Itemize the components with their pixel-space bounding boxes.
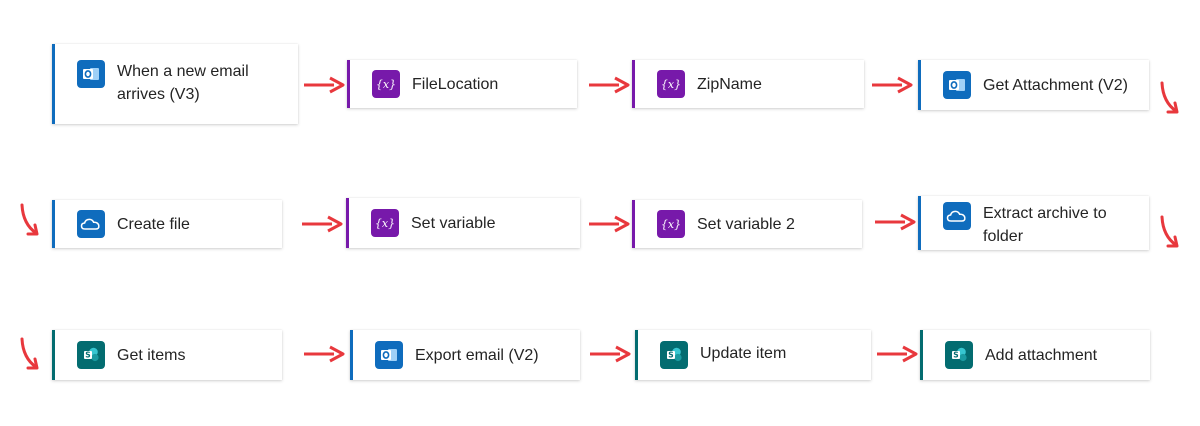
variable-icon: {x} — [657, 210, 685, 238]
svg-text:{x}: {x} — [661, 78, 681, 91]
variable-icon: {x} — [657, 70, 685, 98]
step-label: Get Attachment (V2) — [983, 77, 1128, 94]
svg-text:{x}: {x} — [376, 78, 396, 91]
onedrive-icon — [77, 210, 105, 238]
arrow-right-icon — [875, 213, 916, 231]
arrow-right-icon — [872, 76, 913, 94]
svg-text:S: S — [668, 351, 673, 360]
arrow-right-icon — [302, 215, 343, 233]
curved-arrow-down-icon — [1160, 81, 1179, 114]
curved-arrow-down-icon — [20, 203, 39, 236]
step-card[interactable]: S Update item — [635, 330, 871, 380]
svg-text:{x}: {x} — [661, 218, 681, 231]
step-card[interactable]: When a new email arrives (V3) — [52, 44, 298, 124]
step-card[interactable]: {x} ZipName — [632, 60, 864, 108]
step-label: Get items — [117, 347, 186, 364]
outlook-icon — [375, 341, 403, 369]
step-label: When a new email arrives (V3) — [117, 63, 249, 103]
sharepoint-icon: S — [945, 341, 973, 369]
step-card[interactable]: S Add attachment — [920, 330, 1150, 380]
arrow-right-icon — [590, 345, 631, 363]
step-label: Extract archive to folder — [983, 205, 1107, 245]
step-card[interactable]: {x} Set variable 2 — [632, 200, 862, 248]
variable-icon: {x} — [371, 209, 399, 237]
step-label: Set variable — [411, 215, 496, 232]
step-label: Export email (V2) — [415, 347, 539, 364]
onedrive-icon — [943, 202, 971, 230]
arrow-right-icon — [304, 76, 345, 94]
step-card[interactable]: Extract archive to folder — [918, 196, 1149, 250]
step-label: Update item — [700, 345, 787, 362]
svg-text:S: S — [85, 351, 90, 360]
arrow-right-icon — [589, 76, 630, 94]
step-card[interactable]: {x} FileLocation — [347, 60, 577, 108]
svg-text:{x}: {x} — [375, 217, 395, 230]
step-label: Set variable 2 — [697, 216, 795, 233]
step-card[interactable]: {x} Set variable — [346, 198, 580, 248]
outlook-icon — [77, 60, 105, 88]
arrow-right-icon — [304, 345, 345, 363]
step-label: Add attachment — [985, 347, 1098, 364]
step-card[interactable]: Export email (V2) — [350, 330, 580, 380]
outlook-icon — [943, 71, 971, 99]
step-label: FileLocation — [412, 76, 499, 93]
step-label: ZipName — [697, 76, 762, 93]
variable-icon: {x} — [372, 70, 400, 98]
step-label: Create file — [117, 216, 190, 233]
step-card[interactable]: Get Attachment (V2) — [918, 60, 1149, 110]
sharepoint-icon: S — [77, 341, 105, 369]
sharepoint-icon: S — [660, 341, 688, 369]
step-card[interactable]: S Get items — [52, 330, 282, 380]
svg-text:S: S — [953, 351, 958, 360]
curved-arrow-down-icon — [1160, 215, 1179, 248]
step-card[interactable]: Create file — [52, 200, 282, 248]
curved-arrow-down-icon — [20, 337, 39, 370]
arrow-right-icon — [589, 215, 630, 233]
arrow-right-icon — [877, 345, 918, 363]
